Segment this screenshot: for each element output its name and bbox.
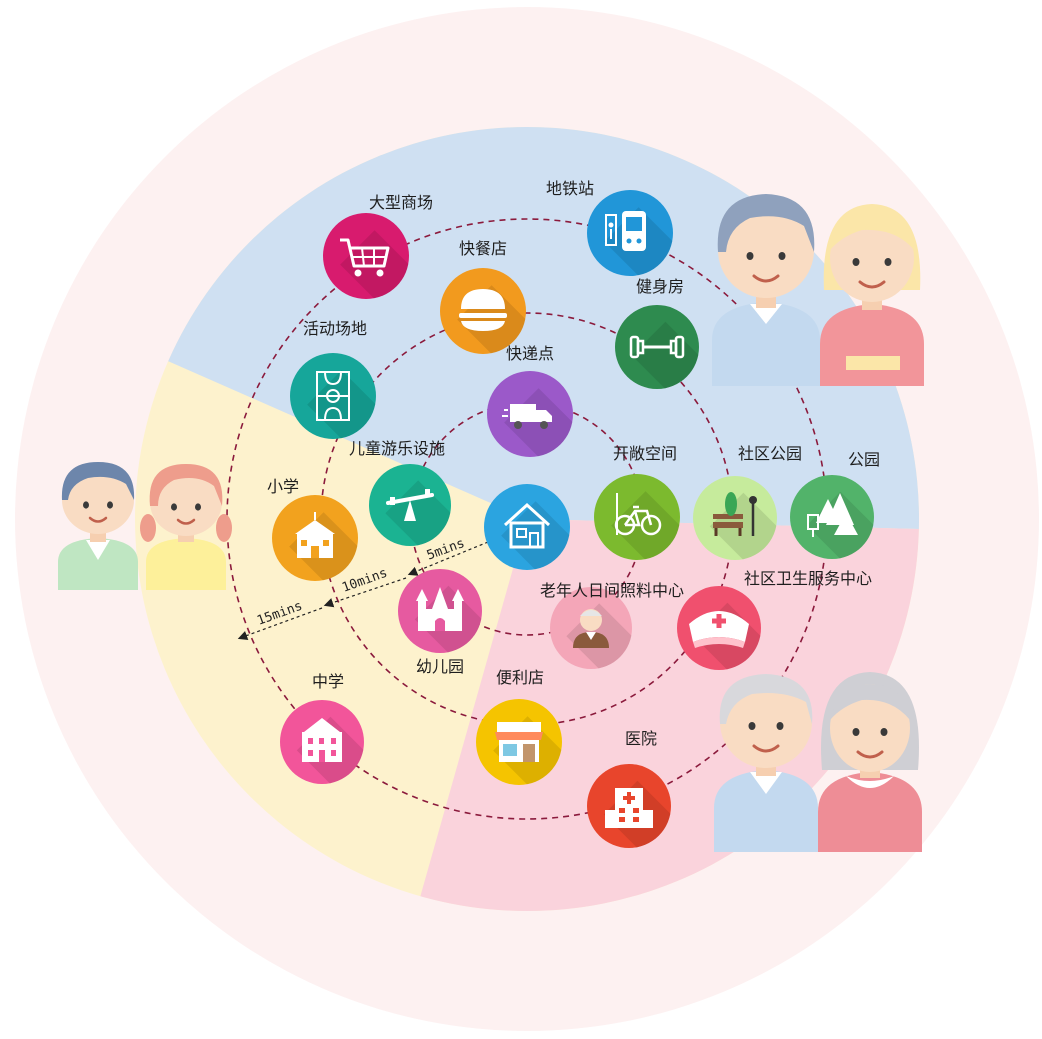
elderly-man-figure [714,674,818,852]
facility-open-space [594,474,680,560]
facility-primary [272,495,358,581]
trees-icon [807,493,858,537]
facility-clinic [677,586,761,670]
facility-store [476,699,562,785]
elderly-person-icon [573,609,609,648]
store-icon [495,722,543,762]
college-icon [302,718,342,762]
school-icon [295,512,335,558]
nurse-cap-icon [689,611,749,648]
woman-figure [820,204,924,386]
burger-icon [459,289,507,331]
hospital-icon [605,788,653,828]
bicycle-icon [614,493,662,536]
castle-icon [416,587,464,631]
court-icon [316,371,350,421]
facility-fast-food [440,268,526,354]
facility-middle [280,700,364,784]
facility-kindergarten [398,569,482,653]
seniors-icon [714,672,922,852]
facility-express [487,371,573,457]
facility-mall [323,213,409,299]
facility-hospital [587,764,671,848]
facility-park [790,475,874,559]
bench-icon [713,492,757,536]
dumbbell-icon [629,335,685,359]
metro-icon [605,211,646,251]
adults-icon [712,194,924,386]
arrow-15mins [237,607,323,641]
facility-center [484,484,570,570]
facility-elderly-care [550,587,632,669]
shopping-cart-icon [340,238,390,277]
seesaw-icon [386,489,434,521]
delivery-truck-icon [502,404,552,429]
elderly-woman-figure [818,672,922,852]
man-figure [712,194,820,386]
arrow-5mins [407,541,489,576]
arrow-10mins [323,577,407,608]
facility-playground [369,464,451,546]
boy-figure [58,462,138,590]
facility-community-park [693,476,777,560]
children-icon [58,462,232,590]
facility-activity [290,353,376,439]
girl-figure [140,464,232,590]
facility-metro [587,190,673,276]
home-icon [503,502,551,549]
facility-gym [615,305,699,389]
